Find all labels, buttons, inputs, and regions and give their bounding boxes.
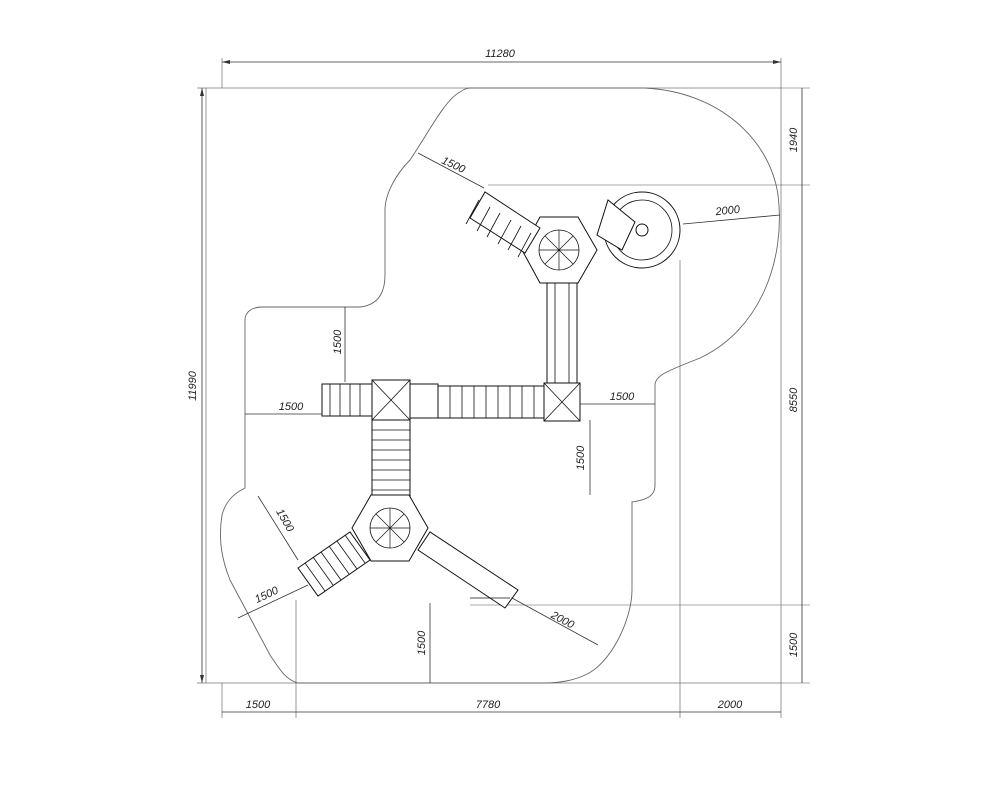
lower-left-stair bbox=[297, 531, 371, 597]
dim-bottom-right: 2000 bbox=[717, 699, 743, 711]
dim-left-zone: 1500 bbox=[332, 329, 344, 354]
lower-slide bbox=[417, 531, 519, 609]
center-stair bbox=[371, 419, 411, 497]
dim-stair-top: 1500 bbox=[440, 155, 468, 177]
dim-lower-slide: 2000 bbox=[548, 609, 577, 632]
dim-right-bridge: 1500 bbox=[610, 391, 635, 403]
dim-spiral: 2000 bbox=[714, 204, 741, 219]
dim-bottom-right-vert: 1500 bbox=[788, 632, 800, 657]
bridge bbox=[437, 385, 545, 419]
dim-right-main: 8550 bbox=[788, 387, 800, 412]
safety-zone-outline bbox=[220, 87, 780, 684]
dim-top-right: 1940 bbox=[788, 127, 800, 152]
left-ladder bbox=[321, 383, 373, 417]
play-structure bbox=[297, 191, 681, 609]
dim-right-zone: 1500 bbox=[575, 445, 587, 470]
dim-overall-height: 11990 bbox=[187, 370, 199, 401]
dim-bottom-middle: 7780 bbox=[476, 699, 501, 711]
vertical-tunnel bbox=[546, 282, 578, 384]
dim-lower-left-1: 1500 bbox=[273, 507, 296, 535]
dim-overall-width: 11280 bbox=[485, 48, 516, 60]
dim-left-ladder: 1500 bbox=[279, 401, 304, 413]
upper-stair bbox=[469, 191, 541, 254]
dim-bottom-left: 1500 bbox=[246, 699, 271, 711]
dimension-lines bbox=[200, 60, 803, 713]
dim-lower-left-2: 1500 bbox=[253, 584, 281, 606]
dim-lower-center: 1500 bbox=[416, 630, 428, 655]
